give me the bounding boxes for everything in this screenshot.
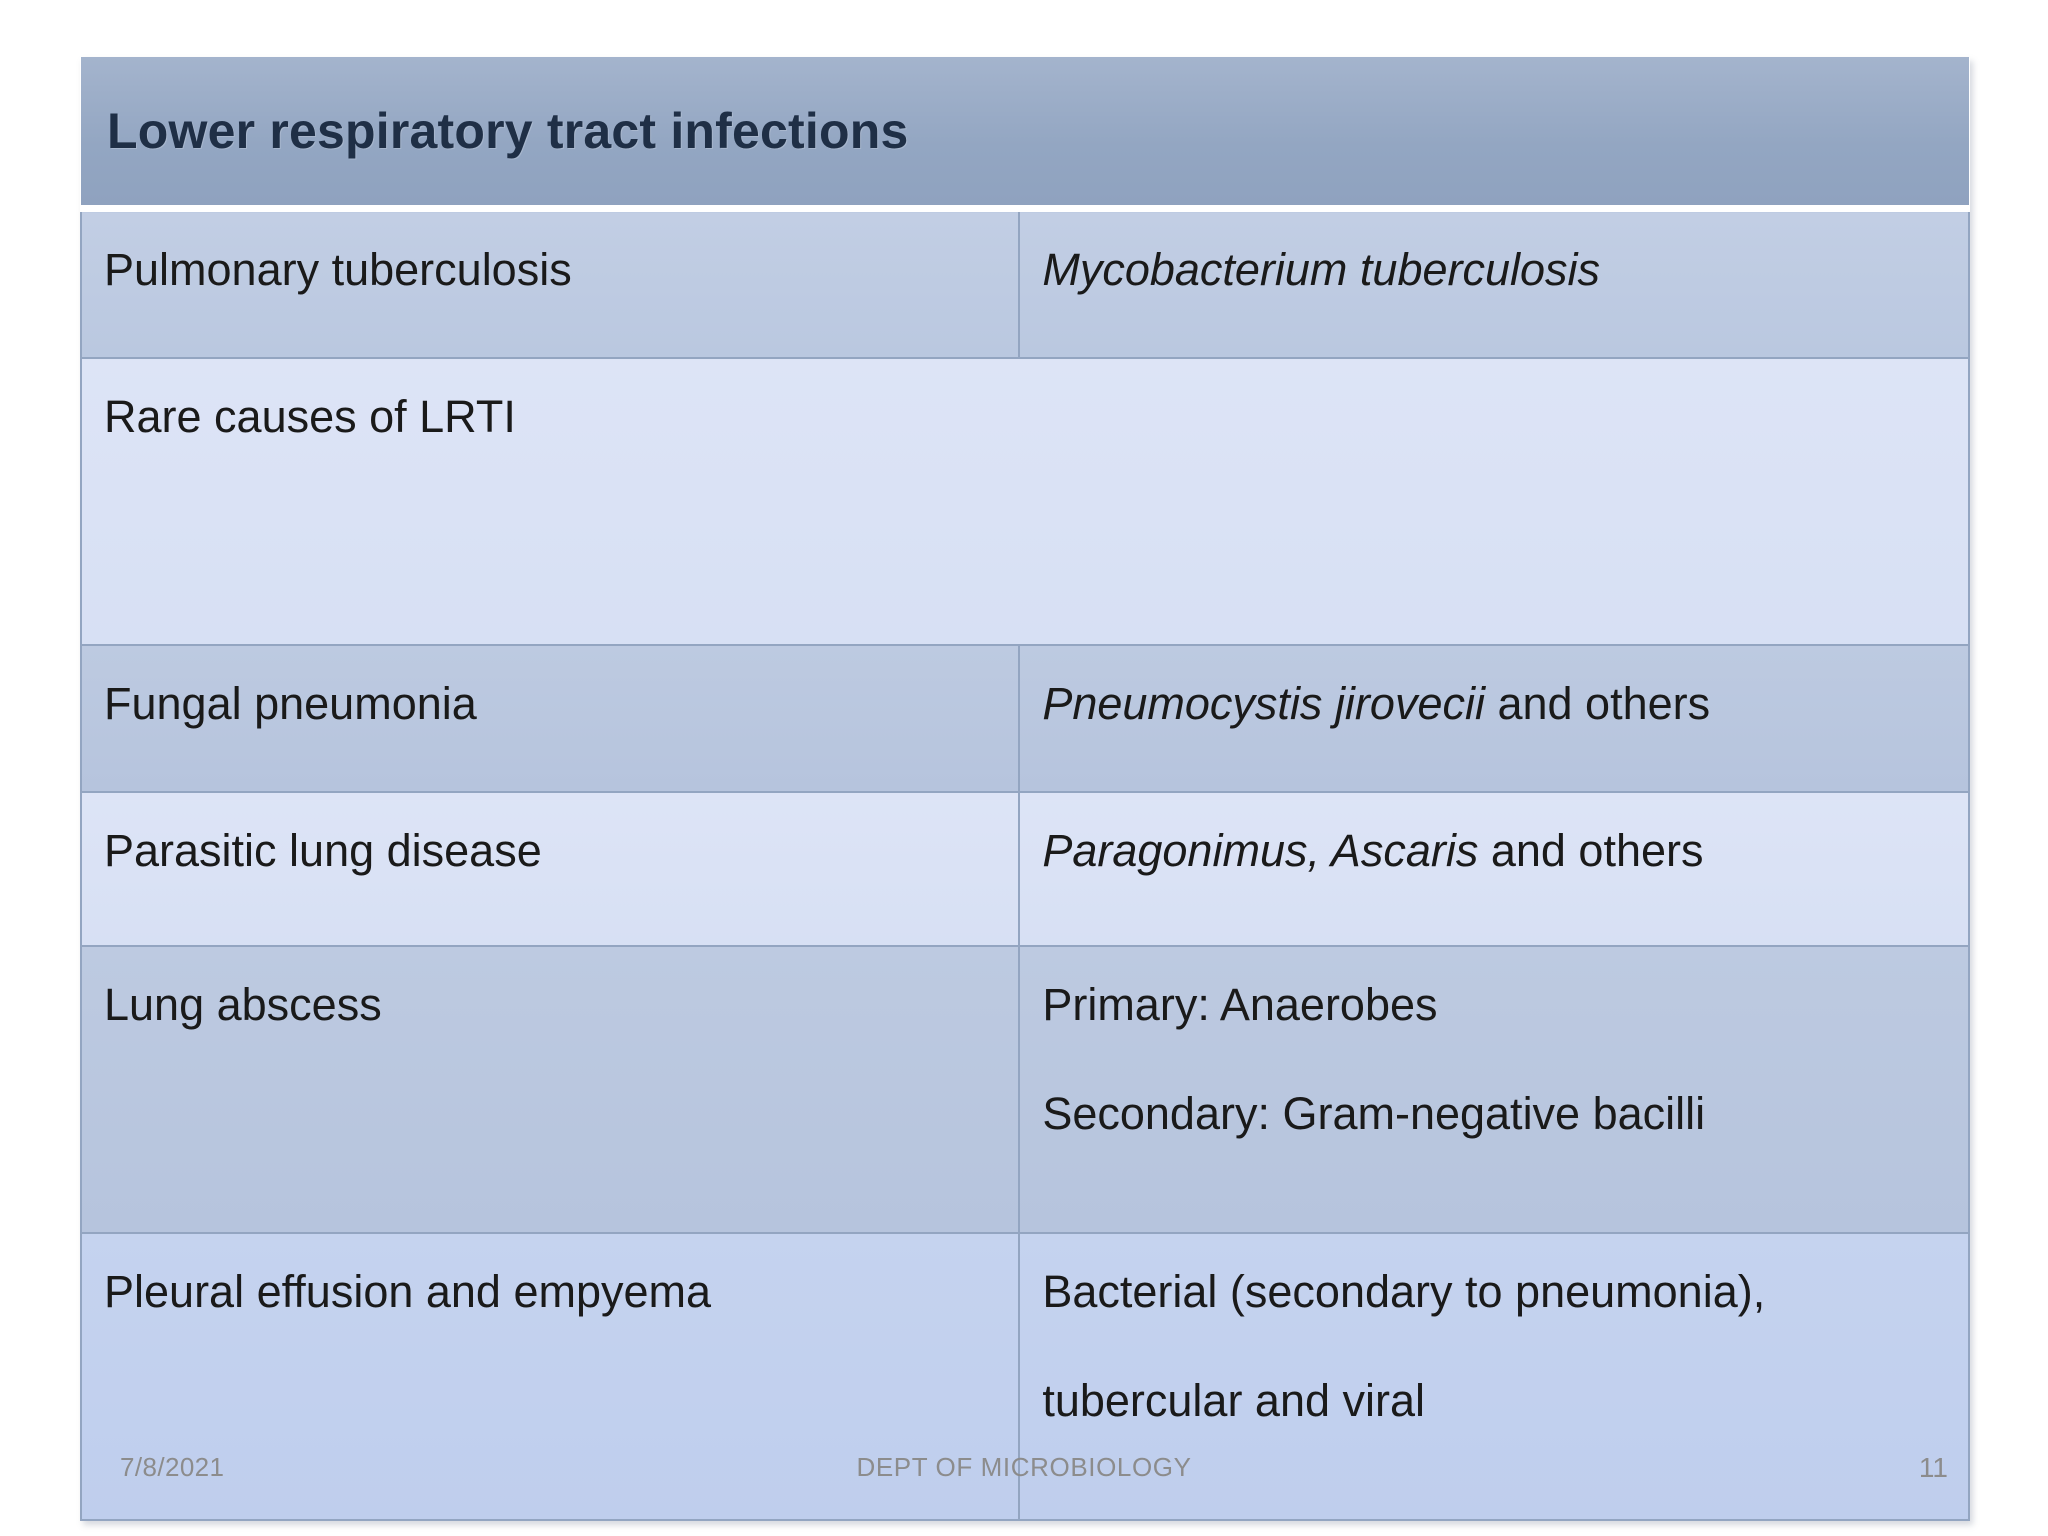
table-row: Lung abscess Primary: Anaerobes Secondar…: [79, 945, 1970, 1234]
table-header-row: Lower respiratory tract infections: [81, 57, 1969, 212]
table-body: Lower respiratory tract infections Pulmo…: [79, 57, 1970, 1521]
table-row: Rare causes of LRTI: [80, 357, 1970, 646]
organism-cell: Primary: Anaerobes Secondary: Gram-negat…: [1018, 945, 1970, 1234]
organism-italic-text: Pneumocystis jirovecii: [1042, 678, 1485, 729]
condition-label: Lung abscess: [104, 979, 382, 1030]
condition-label: Rare causes of LRTI: [104, 391, 516, 442]
organism-line-1: Bacterial (secondary to pneumonia),: [1042, 1266, 1766, 1317]
footer-page-number: 11: [1918, 1452, 1948, 1483]
organism-cell: Mycobacterium tuberculosis: [1018, 207, 1970, 359]
table-row: Parasitic lung disease Paragonimus, Asca…: [79, 791, 1970, 947]
organism-italic-text: Paragonimus, Ascaris: [1042, 825, 1479, 876]
organism-line-2: tubercular and viral: [1042, 1375, 1426, 1427]
table-row: Fungal pneumonia Pneumocystis jirovecii …: [79, 644, 1970, 793]
condition-cell: Parasitic lung disease: [79, 791, 1021, 947]
condition-cell: Lung abscess: [79, 945, 1021, 1234]
condition-label: Pulmonary tuberculosis: [104, 244, 572, 295]
organism-cell: Pneumocystis jirovecii and others: [1018, 644, 1970, 793]
condition-label: Pleural effusion and empyema: [104, 1266, 712, 1317]
table-header-cell: Lower respiratory tract infections: [81, 57, 1969, 212]
organism-plain-text: and others: [1484, 678, 1711, 729]
condition-label: Parasitic lung disease: [104, 825, 542, 876]
page-title: Lower respiratory tract infections: [107, 102, 909, 159]
condition-cell: Pulmonary tuberculosis: [79, 207, 1021, 359]
condition-cell: Fungal pneumonia: [79, 644, 1021, 793]
organism-cell: Bacterial (secondary to pneumonia), tube…: [1018, 1232, 1970, 1521]
table-row: Pulmonary tuberculosis Mycobacterium tub…: [79, 207, 1970, 359]
footer-date: 7/8/2021: [120, 1452, 225, 1482]
organism-cell: Paragonimus, Ascaris and others: [1018, 791, 1970, 947]
organism-label: Paragonimus, Ascaris and others: [1042, 827, 1946, 874]
organism-label: Mycobacterium tuberculosis: [1042, 246, 1946, 293]
lrti-table-container: Lower respiratory tract infections Pulmo…: [79, 57, 1970, 1521]
organism-line-2: Secondary: Gram-negative bacilli: [1042, 1088, 1706, 1140]
condition-label: Fungal pneumonia: [104, 678, 477, 729]
organism-line-1: Primary: Anaerobes: [1042, 979, 1438, 1030]
footer-department: DEPT OF MICROBIOLOGY: [856, 1452, 1192, 1482]
condition-cell: Pleural effusion and empyema: [79, 1232, 1021, 1521]
organism-plain-text: and others: [1478, 825, 1704, 876]
slide-footer: 7/8/2021 DEPT OF MICROBIOLOGY 11: [0, 1452, 2048, 1502]
lrti-table: Lower respiratory tract infections Pulmo…: [79, 57, 1970, 1521]
organism-label: Pneumocystis jirovecii and others: [1042, 680, 1946, 727]
condition-cell-merged: Rare causes of LRTI: [80, 357, 1970, 646]
organism-italic-text: Mycobacterium tuberculosis: [1042, 244, 1601, 295]
table-row: Pleural effusion and empyema Bacterial (…: [79, 1232, 1970, 1521]
